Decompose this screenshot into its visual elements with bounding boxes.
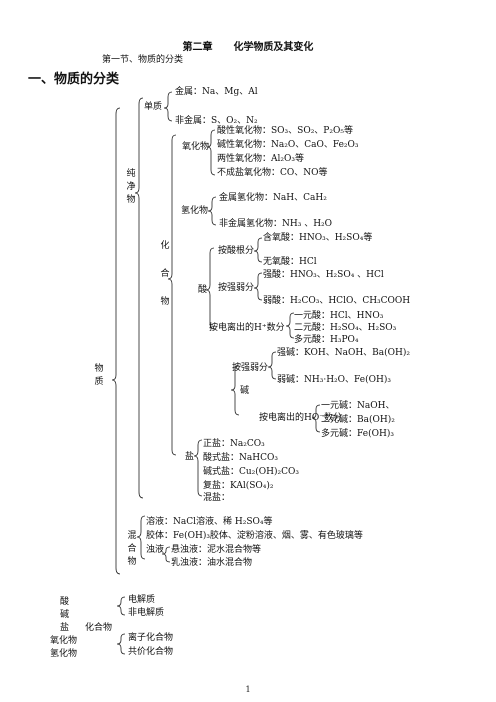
acid-by-h: 按电离出的H⁺数分 xyxy=(209,323,285,333)
pure-label-2: 净 xyxy=(126,182,136,192)
suspension-line: 悬浊液：泥水混合物等 xyxy=(171,545,262,555)
metal-line: 金属：Na、Mg、Al xyxy=(175,87,258,97)
base-di: 二元碱：Ba(OH)₂ xyxy=(321,415,395,425)
salt-basic: 碱式盐：Cu₂(OH)₂CO₃ xyxy=(203,467,300,477)
emulsion-line: 乳浊液：油水混合物 xyxy=(171,558,253,568)
bottom-compound: 化合物 xyxy=(85,623,113,633)
oxide-neutral: 不成盐氧化物：CO、NO等 xyxy=(217,168,328,178)
oxide-amphoteric: 两性氧化物：Al₂O₃等 xyxy=(217,154,304,164)
bottom-salt: 盐 xyxy=(60,623,70,633)
bottom-oxide: 氧化物 xyxy=(50,636,78,646)
acid-strong: 强酸：HNO₃、H₂SO₄ 、HCl xyxy=(263,270,384,280)
chapter-name: 化学物质及其变化 xyxy=(233,42,314,53)
mixture-label-1: 混 xyxy=(127,531,137,541)
base-mono: 一元碱：NaOH、 xyxy=(321,401,395,411)
section-title: 第一节、物质的分类 xyxy=(102,55,184,65)
oxide-acidic: 酸性氧化物：SO₃、SO₂、P₂O₅等 xyxy=(217,126,353,136)
acid-weak: 弱酸：H₂CO₃、HClO、CH₃COOH xyxy=(263,296,411,306)
salt-acid: 酸式盐：NaHCO₃ xyxy=(203,453,278,463)
hydride-nonmetal: 非金属氢化物：NH₃ 、H₂O xyxy=(219,219,333,229)
salt-normal: 正盐：Na₂CO₃ xyxy=(203,439,265,449)
base-label: 碱 xyxy=(240,386,250,396)
salt-mixed: 混盐： xyxy=(203,493,231,503)
root-label-part2: 质 xyxy=(94,377,104,387)
compound-label-2: 合 xyxy=(160,269,170,279)
base-by-strength: 按强弱分 xyxy=(232,363,269,373)
base-strong: 强碱：KOH、NaOH、Ba(OH)₂ xyxy=(277,348,411,358)
acid-label: 酸 xyxy=(198,285,208,295)
mixture-label-3: 物 xyxy=(127,557,137,567)
bottom-acid: 酸 xyxy=(60,597,70,607)
salt-double: 复盐：KAl(SO₄)₂ xyxy=(203,481,274,491)
colloid-line: 胶体：Fe(OH)₃胶体、淀粉溶液、烟、雾、有色玻璃等 xyxy=(146,531,363,541)
nonmetal-line: 非金属：S、O₂、N₂ xyxy=(175,116,258,126)
acid-nonoxy: 无氧酸：HCl xyxy=(263,257,317,267)
ionic-compound: 离子化合物 xyxy=(128,633,174,643)
acid-mono: 一元酸：HCl、HNO₃ xyxy=(294,311,384,321)
chapter-title: 第二章 化学物质及其变化 xyxy=(0,38,496,53)
page-number: 1 xyxy=(245,685,251,694)
element-label: 单质 xyxy=(144,102,163,112)
covalent-compound: 共价化合物 xyxy=(128,647,174,657)
salt-label: 盐 xyxy=(185,452,195,462)
pure-label-3: 物 xyxy=(126,195,136,205)
compound-label-1: 化 xyxy=(160,241,170,251)
bottom-base: 碱 xyxy=(60,610,70,620)
acid-by-root: 按酸根分 xyxy=(218,246,255,256)
heading: 一、物质的分类 xyxy=(28,72,120,87)
oxide-label: 氧化物 xyxy=(182,142,210,152)
non-electrolyte: 非电解质 xyxy=(128,608,165,618)
acid-oxy: 含氧酸：HNO₃、H₂SO₄等 xyxy=(263,233,373,243)
base-weak: 弱碱：NH₃·H₂O、Fe(OH)₃ xyxy=(277,375,391,385)
acid-di: 二元酸：H₂SO₄、H₂SO₃ xyxy=(294,323,397,333)
turbid-label: 浊液 xyxy=(146,545,165,555)
oxide-basic: 碱性氧化物：Na₂O、CaO、Fe₂O₃ xyxy=(217,140,359,150)
hydride-metal: 金属氢化物：NaH、CaH₂ xyxy=(219,193,327,203)
base-poly: 多元碱：Fe(OH)₃ xyxy=(321,429,394,439)
compound-label-3: 物 xyxy=(160,297,170,307)
mixture-label-2: 合 xyxy=(127,544,137,554)
root-label-part1: 物 xyxy=(94,364,104,374)
bottom-hydride: 氢化物 xyxy=(50,649,78,659)
acid-poly: 多元酸：H₃PO₄ xyxy=(294,335,359,345)
chapter-number: 第二章 xyxy=(182,42,213,53)
pure-label-1: 纯 xyxy=(126,169,136,179)
solution-line: 溶液：NaCl溶液、稀 H₂SO₄等 xyxy=(146,517,273,527)
hydride-label: 氢化物 xyxy=(181,206,209,216)
base-by-oh: 按电离出的HO⁻数分 xyxy=(259,413,342,423)
acid-by-strength: 按强弱分 xyxy=(218,283,255,293)
electrolyte: 电解质 xyxy=(128,595,156,605)
